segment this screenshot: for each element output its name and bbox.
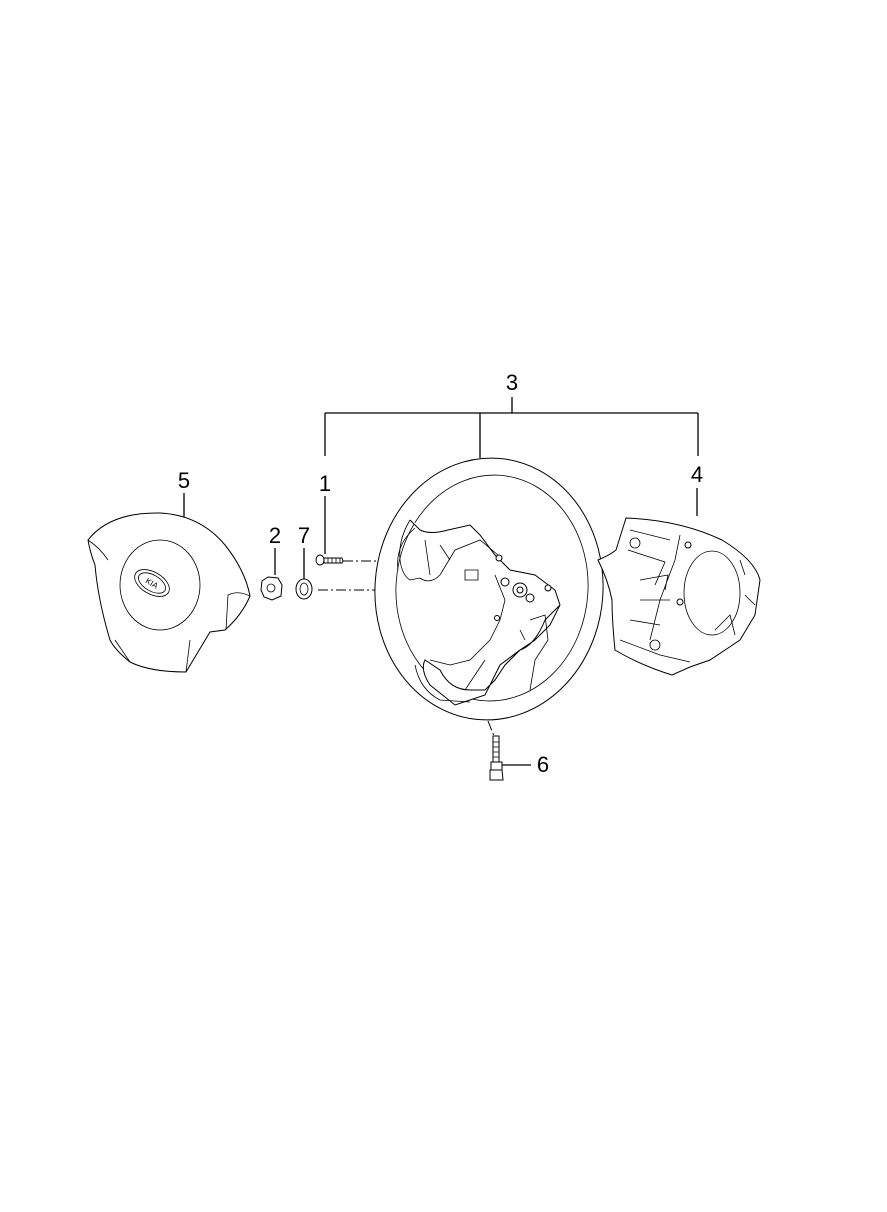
bolt bbox=[489, 735, 504, 781]
washer bbox=[295, 578, 313, 600]
airbag-module: KIA bbox=[87, 512, 251, 673]
callout-4: 4 bbox=[691, 462, 703, 487]
callout-5: 5 bbox=[178, 468, 190, 493]
callout-6: 6 bbox=[537, 752, 549, 777]
callout-7: 7 bbox=[298, 523, 310, 548]
steering-wheel-rear-cover bbox=[597, 517, 761, 676]
callout-2: 2 bbox=[269, 523, 281, 548]
steering-wheel bbox=[374, 457, 604, 721]
callout-1: 1 bbox=[319, 471, 331, 496]
callout-3: 3 bbox=[506, 370, 518, 395]
screw bbox=[315, 554, 344, 566]
nut bbox=[260, 576, 283, 601]
kia-logo bbox=[134, 569, 170, 597]
